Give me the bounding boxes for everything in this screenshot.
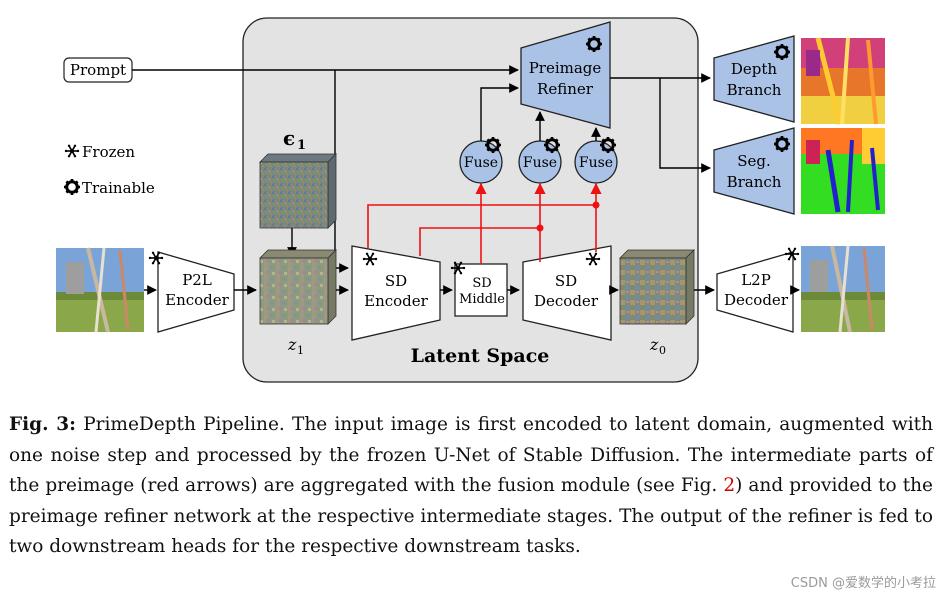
sd-encoder-label-2: Encoder — [364, 292, 429, 310]
refiner-label-1: Preimage — [529, 59, 602, 77]
seg-branch-block — [713, 127, 795, 215]
gear-icon — [62, 177, 82, 197]
sd-decoder-label-1: SD — [555, 272, 577, 290]
svg-text:Fuse: Fuse — [523, 155, 557, 171]
caption-figure-ref[interactable]: 2 — [723, 475, 736, 496]
p2l-encoder-block — [157, 251, 235, 333]
sd-encoder-block — [351, 245, 441, 341]
svg-text:Fuse: Fuse — [464, 155, 498, 171]
svg-text:Fuse: Fuse — [579, 155, 613, 171]
caption-label: Fig. 3: — [9, 414, 76, 435]
input-image — [56, 247, 144, 333]
sd-middle-label-1: SD — [472, 276, 491, 291]
watermark: CSDN @爱数学的小考拉 — [790, 576, 936, 591]
legend-frozen: Frozen — [82, 143, 135, 161]
z1-latent-cube — [259, 249, 337, 325]
z0-latent-cube — [619, 249, 695, 325]
sd-encoder-label-1: SD — [385, 272, 407, 290]
depth-label-1: Depth — [731, 60, 778, 78]
sd-middle-block — [454, 263, 508, 317]
fuse-node-3: Fuse — [574, 140, 618, 184]
fuse-node-1: Fuse — [459, 140, 503, 184]
depth-label-2: Branch — [727, 81, 782, 99]
p2l-label-1: P2L — [182, 271, 212, 289]
depth-branch-block — [713, 35, 795, 123]
z0-label: z — [649, 335, 659, 354]
sd-middle-label-2: Middle — [459, 292, 505, 307]
preimage-feature-arrows — [367, 182, 602, 264]
segmentation-image — [801, 128, 885, 214]
z1-sub: 1 — [297, 344, 304, 357]
prompt-label: Prompt — [70, 61, 126, 79]
z1-label: z — [287, 335, 297, 354]
fuse-node-2: Fuse — [518, 140, 562, 184]
latent-space-label: Latent Space — [411, 345, 550, 367]
p2l-label-2: Encoder — [165, 291, 230, 309]
caption-text-end: ) and provided to the preimage refiner n… — [9, 475, 933, 557]
depth-map-image — [801, 37, 885, 125]
caption-text: PrimeDepth Pipeline. The input image is … — [9, 414, 933, 496]
epsilon-label: ϵ — [283, 126, 295, 150]
sd-decoder-label-2: Decoder — [534, 292, 599, 310]
output-image — [801, 245, 885, 333]
epsilon-sub: 1 — [297, 138, 306, 153]
pipeline-figure: Latent Space Prompt Frozen Trainable P2L… — [56, 17, 885, 383]
seg-label-1: Seg. — [737, 152, 771, 170]
l2p-label-1: L2P — [741, 271, 771, 289]
snowflake-icon — [64, 143, 80, 159]
figure-caption: Fig. 3: PrimeDepth Pipeline. The input i… — [9, 410, 933, 563]
l2p-label-2: Decoder — [724, 291, 789, 309]
sd-decoder-block — [522, 245, 612, 341]
l2p-decoder-block — [716, 251, 794, 333]
refiner-label-2: Refiner — [537, 80, 594, 98]
legend-trainable: Trainable — [82, 179, 155, 197]
seg-label-2: Branch — [727, 173, 782, 191]
noise-cube — [259, 153, 337, 229]
z0-sub: 0 — [659, 344, 666, 357]
